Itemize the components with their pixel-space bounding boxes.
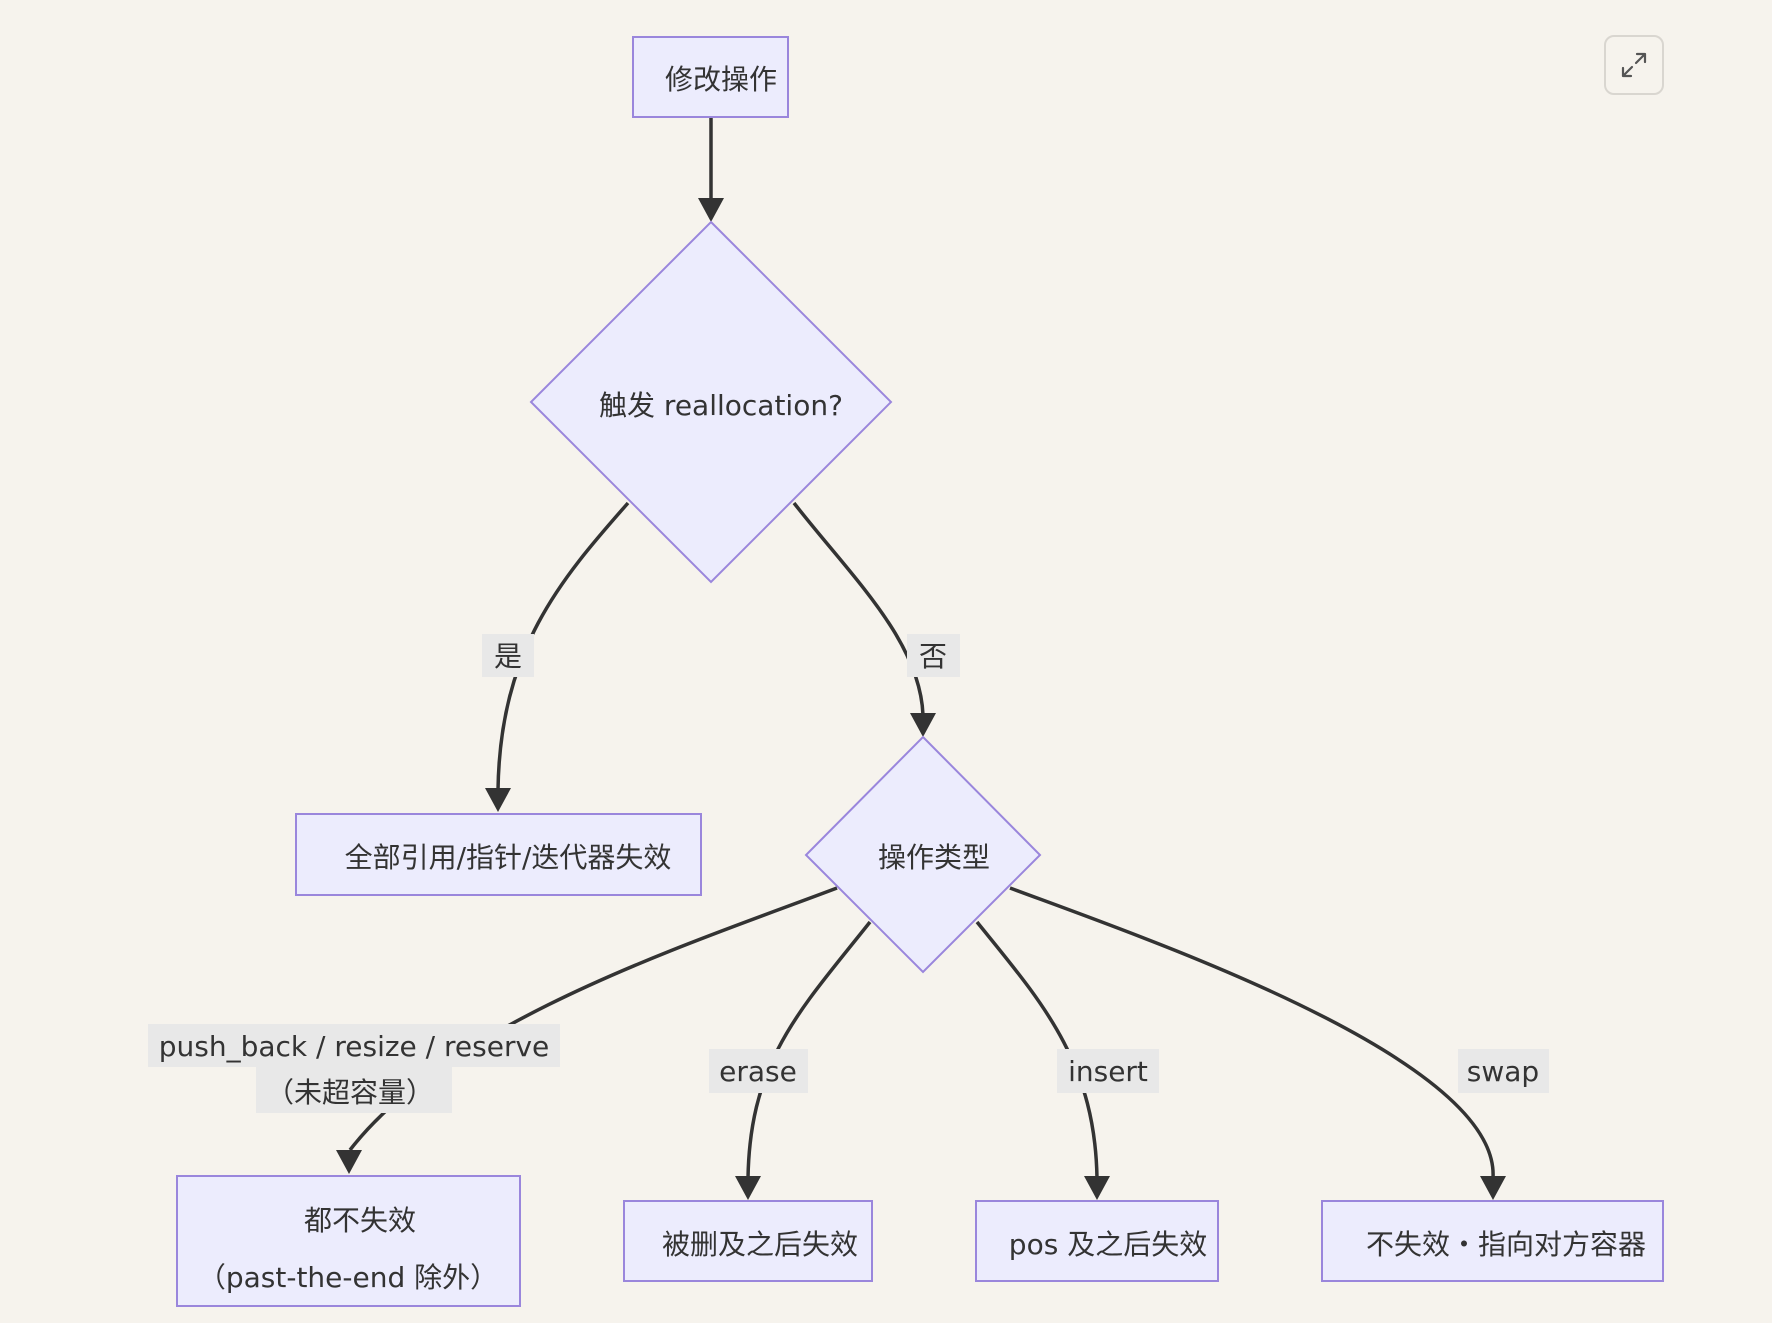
arrowhead bbox=[735, 1176, 761, 1200]
node-all-invalid: 全部引用/指针/迭代器失效 bbox=[295, 813, 702, 896]
node-swap-result: 不失效・指向对方容器 bbox=[1321, 1200, 1664, 1282]
node-decision-realloc-label: 触发 reallocation? bbox=[599, 389, 843, 422]
node-swap-result-label: 不失效・指向对方容器 bbox=[1366, 1228, 1646, 1261]
node-insert-result: pos 及之后失效 bbox=[975, 1200, 1219, 1282]
node-start: 修改操作 bbox=[632, 36, 789, 118]
node-decision-realloc: 触发 reallocation? bbox=[529, 220, 893, 584]
edge-label-push-text-line2: （未超容量） bbox=[266, 1076, 434, 1109]
edge-label-swap: swap bbox=[1458, 1049, 1549, 1093]
node-none-invalid-label-line2: （past-the-end 除外） bbox=[198, 1261, 498, 1294]
edge-swap bbox=[1009, 886, 1495, 1179]
node-all-invalid-label: 全部引用/指针/迭代器失效 bbox=[345, 841, 672, 874]
node-none-invalid: 都不失效 （past-the-end 除外） bbox=[176, 1175, 521, 1307]
edge-insert bbox=[975, 920, 1099, 1179]
edge-label-no: 否 bbox=[907, 634, 960, 677]
node-op-type: 操作类型 bbox=[804, 735, 1042, 974]
arrowhead bbox=[336, 1150, 362, 1174]
arrowhead bbox=[910, 713, 936, 737]
node-op-type-label: 操作类型 bbox=[878, 841, 990, 874]
edge-label-yes: 是 bbox=[482, 634, 534, 677]
edge-no bbox=[792, 501, 925, 716]
expand-button[interactable] bbox=[1604, 35, 1664, 95]
edge-label-erase-text: erase bbox=[719, 1055, 797, 1088]
edge-label-erase: erase bbox=[709, 1049, 808, 1093]
node-insert-result-label: pos 及之后失效 bbox=[1009, 1228, 1207, 1261]
edge-erase bbox=[746, 920, 872, 1179]
edge-yes bbox=[496, 501, 630, 791]
edge-label-push: push_back / resize / reserve （未超容量） bbox=[148, 1024, 560, 1113]
node-erase-result: 被删及之后失效 bbox=[623, 1200, 873, 1282]
node-erase-result-label: 被删及之后失效 bbox=[662, 1228, 858, 1261]
arrowhead bbox=[485, 788, 511, 812]
node-none-invalid-label-line1: 都不失效 bbox=[304, 1204, 416, 1237]
node-start-label: 修改操作 bbox=[665, 63, 777, 96]
edge-label-insert: insert bbox=[1057, 1049, 1159, 1093]
edge-label-swap-text: swap bbox=[1467, 1055, 1539, 1088]
arrowhead bbox=[1480, 1176, 1506, 1200]
edge-label-yes-text: 是 bbox=[494, 640, 522, 673]
edge-label-no-text: 否 bbox=[919, 640, 947, 673]
edge-label-insert-text: insert bbox=[1068, 1055, 1148, 1088]
arrowhead bbox=[698, 198, 724, 222]
expand-icon bbox=[1621, 52, 1647, 78]
arrowhead bbox=[1084, 1176, 1110, 1200]
edge-label-push-text-line1: push_back / resize / reserve bbox=[159, 1030, 550, 1063]
